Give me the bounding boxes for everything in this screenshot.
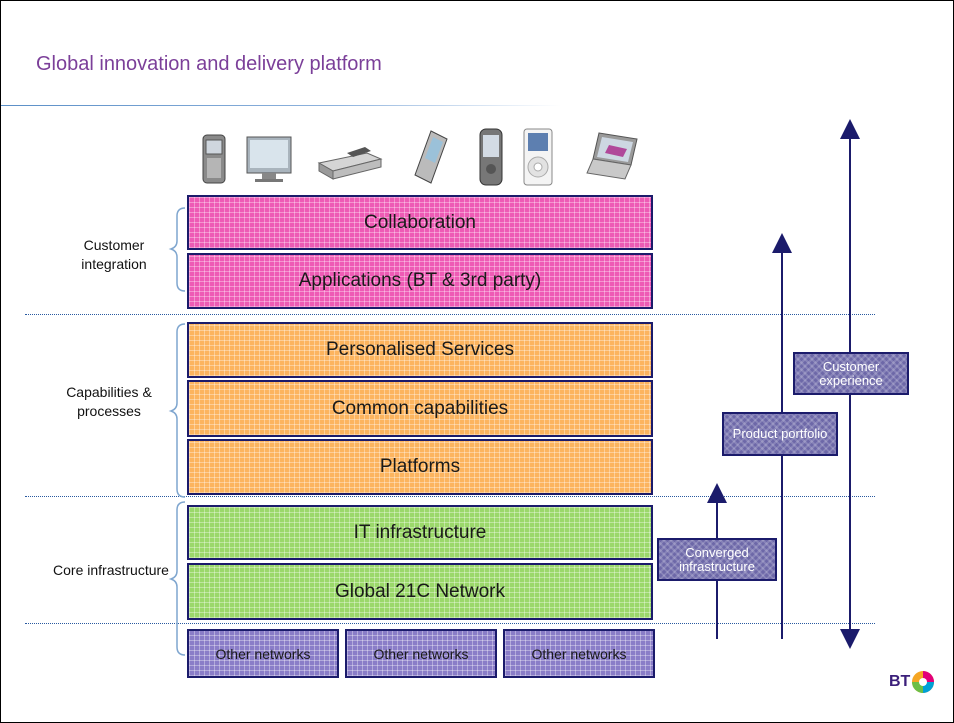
layer-common-capabilities: Common capabilities	[187, 380, 653, 437]
layer-personalised-services: Personalised Services	[187, 322, 653, 378]
group-label-core: Core infrastructure	[53, 562, 169, 578]
brace-core	[168, 501, 186, 656]
mobile-phone-icon	[202, 134, 226, 184]
group-label-customer: Customer integration	[81, 237, 147, 272]
set-top-box-icon	[317, 147, 383, 180]
separator-line	[25, 623, 875, 624]
media-player-icon	[523, 128, 553, 186]
group-label-capabilities: Capabilities & processes	[66, 384, 152, 419]
pda-phone-icon	[414, 130, 448, 184]
globe-icon	[912, 671, 935, 693]
layer-global-21c-network: Global 21C Network	[187, 563, 653, 620]
laptop-icon	[586, 132, 638, 180]
other-networks-box: Other networks	[187, 629, 339, 678]
separator-line	[25, 496, 875, 497]
title-divider	[1, 105, 561, 106]
tag-converged-infrastructure: Converged infrastructure	[657, 538, 777, 581]
other-networks-box: Other networks	[345, 629, 497, 678]
bt-logo-text: BT	[889, 673, 911, 690]
layer-collaboration: Collaboration	[187, 195, 653, 250]
layer-platforms: Platforms	[187, 439, 653, 495]
layer-it-infrastructure: IT infrastructure	[187, 505, 653, 560]
tv-monitor-icon	[246, 136, 292, 182]
layer-applications: Applications (BT & 3rd party)	[187, 253, 653, 309]
brace-capabilities	[168, 323, 186, 498]
smartphone-icon	[479, 128, 503, 186]
other-networks-box: Other networks	[503, 629, 655, 678]
slide-title: Global innovation and delivery platform	[36, 53, 382, 75]
bt-logo: BT	[889, 669, 936, 695]
tag-customer-experience: Customer experience	[793, 352, 909, 395]
brace-customer	[168, 207, 186, 292]
separator-line	[25, 314, 875, 315]
tag-product-portfolio: Product portfolio	[722, 412, 838, 456]
